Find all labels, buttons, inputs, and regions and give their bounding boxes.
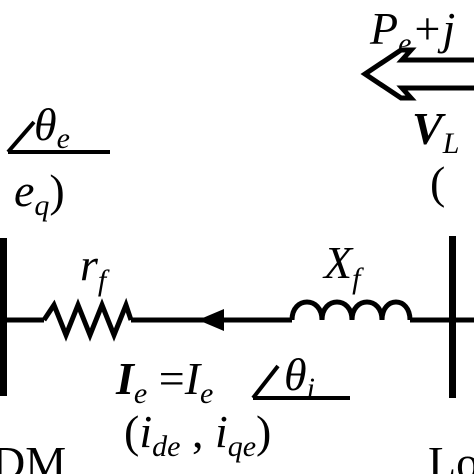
current-open-paren: (: [124, 406, 139, 457]
reactance-f-subscript: f: [352, 262, 364, 295]
current-i-subscript: e: [134, 377, 147, 410]
current-i-symbol: I: [115, 353, 136, 404]
current-theta-subscript: i: [307, 372, 315, 405]
load-open-paren: (: [430, 157, 445, 208]
source-q-subscript: q: [34, 189, 49, 222]
source-bus-bar: [0, 238, 7, 396]
current-phasor: Ie =Ie θi: [115, 349, 350, 410]
line-conductor: [0, 297, 474, 342]
resistor-r-symbol: r: [80, 239, 99, 290]
power-plus-j: +j: [411, 3, 455, 54]
current-q-symbol: i: [215, 406, 228, 457]
current-magnitude-subscript: e: [200, 377, 213, 410]
current-q-subscript: qe: [228, 430, 256, 463]
double-arrow-left-icon: [360, 47, 474, 101]
current-theta: θ: [284, 349, 307, 400]
current-equals: =: [147, 353, 184, 404]
current-components: (ide , iqe): [124, 406, 271, 463]
source-angle: θe: [6, 99, 110, 155]
current-d-symbol: i: [139, 406, 152, 457]
resistor-label: rf: [80, 239, 110, 297]
current-phasor-text: Ie =Ie: [115, 353, 213, 410]
source-angle-text: θe: [34, 99, 70, 155]
resistor-icon: [41, 297, 134, 342]
load-voltage: VL: [412, 103, 459, 160]
current-angle-mark-icon: [251, 364, 280, 400]
current-magnitude-symbol: I: [184, 353, 203, 404]
load-bus-bar: [449, 236, 456, 398]
current-angle-text: θi: [284, 349, 315, 405]
current-direction-arrow-icon: [198, 309, 224, 331]
current-close-paren: ): [256, 406, 271, 457]
current-d-subscript: de: [152, 430, 180, 463]
source-theta-subscript: e: [57, 122, 70, 155]
inductor-icon: [289, 299, 413, 321]
source-close-paren: ): [49, 165, 64, 216]
current-separator: ,: [180, 406, 215, 457]
angle-mark-icon: [6, 120, 36, 154]
load-v-subscript: L: [442, 127, 460, 160]
load-bus-label: Lo: [428, 437, 474, 474]
reactance-x-symbol: X: [322, 237, 354, 288]
source-components: eq): [14, 165, 65, 222]
source-bus-label: DM: [0, 437, 66, 474]
resistor-f-subscript: f: [98, 264, 110, 297]
reactance-label: Xf: [322, 237, 364, 295]
load-v-symbol: V: [412, 103, 446, 154]
source-e-symbol: e: [14, 165, 34, 216]
source-theta: θ: [34, 99, 57, 150]
power-p-symbol: P: [369, 3, 398, 54]
